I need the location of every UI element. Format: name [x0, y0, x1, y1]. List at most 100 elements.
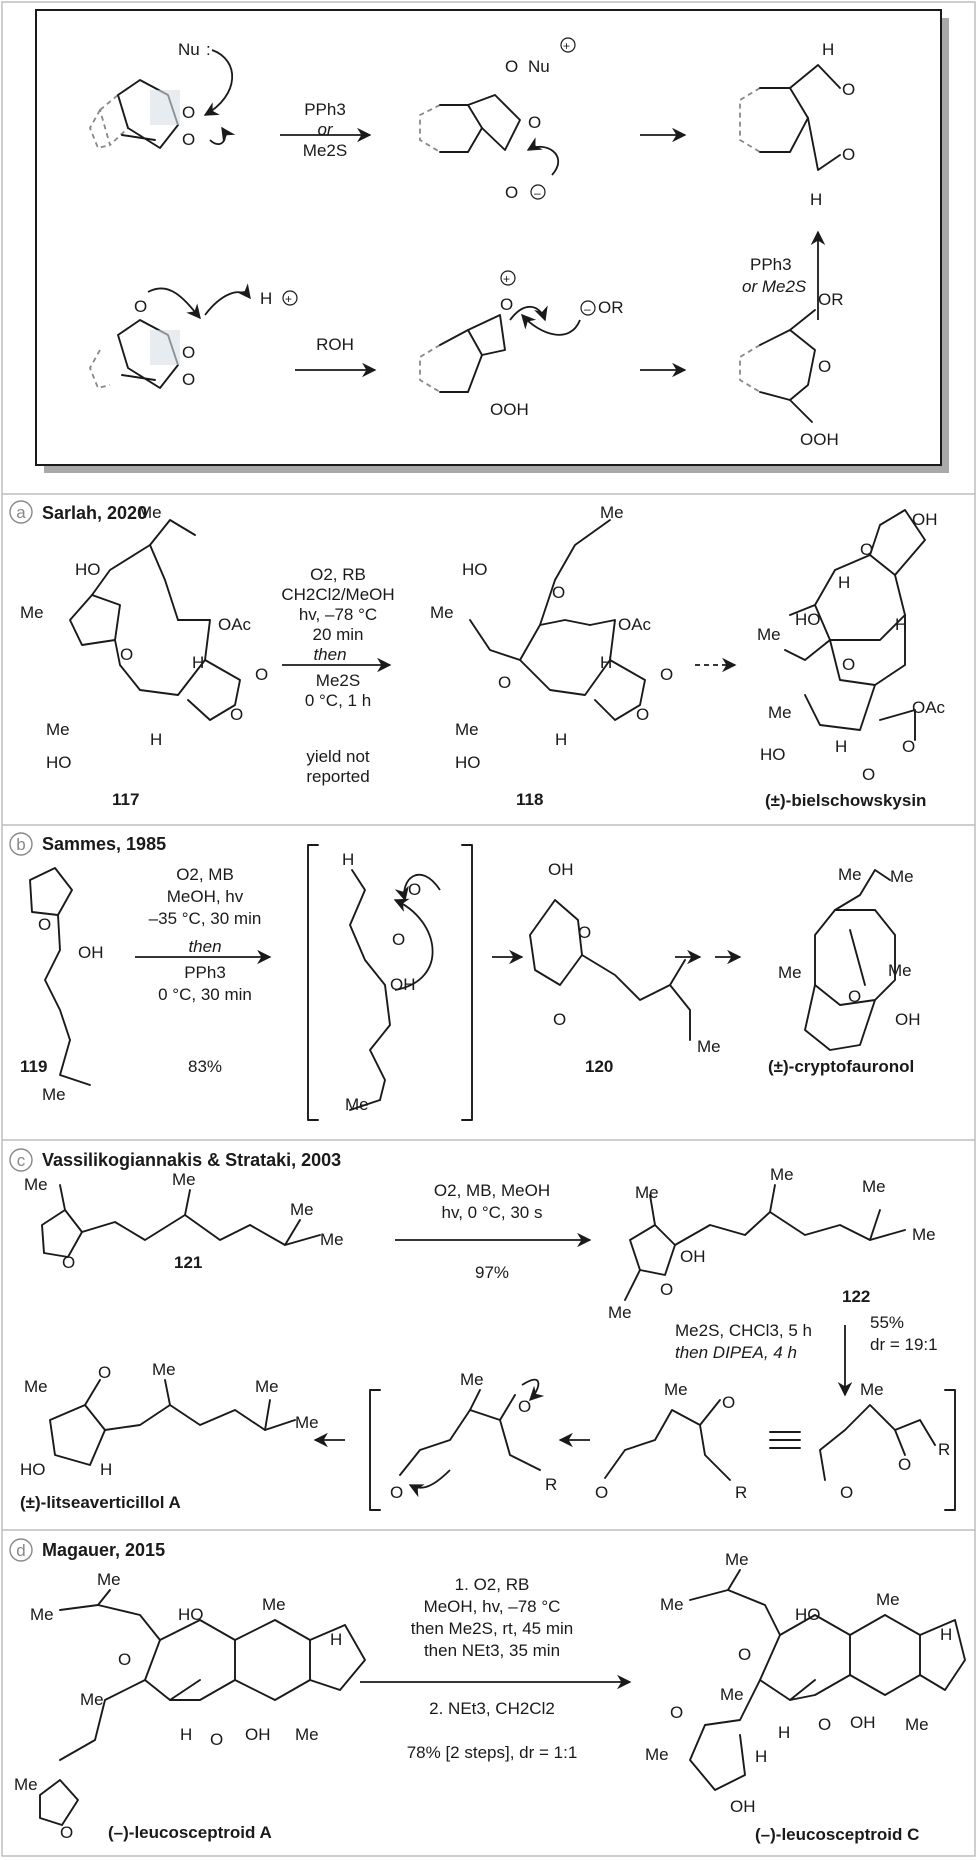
atom-Me: Me: [97, 1570, 121, 1589]
atom-O: O: [552, 583, 565, 602]
atom-H: H: [778, 1723, 790, 1742]
svg-text::: :: [206, 40, 211, 59]
svg-text:reported: reported: [306, 767, 369, 786]
bracket-right: [944, 1389, 956, 1511]
atom-H: H: [100, 1460, 112, 1479]
atom-HO: HO: [178, 1605, 204, 1624]
svg-text:–35 °C, 30 min: –35 °C, 30 min: [149, 909, 262, 928]
atom-O: O: [98, 1363, 111, 1382]
zwitterion-intermediate: O Nu + O O –: [419, 37, 576, 202]
arrow-d: 1. O2, RB MeOH, hv, –78 °C then Me2S, rt…: [360, 1575, 632, 1762]
atom-Me: Me: [888, 961, 912, 980]
endoperoxide-structure-top: O O Nu :: [89, 40, 236, 150]
atom-H: H: [835, 737, 847, 756]
atom-O: O: [210, 1730, 223, 1749]
svg-text:then: then: [188, 937, 221, 956]
atom-Me: Me: [664, 1380, 688, 1399]
svg-text:MeOH, hv, –78 °C: MeOH, hv, –78 °C: [424, 1597, 561, 1616]
atom-OH: OH: [730, 1797, 756, 1816]
atom-Me: Me: [660, 1595, 684, 1614]
reagent-or: or: [317, 120, 333, 139]
badge-a: [9, 500, 33, 524]
atom-O: O: [578, 923, 591, 942]
atom-O: O: [902, 737, 915, 756]
svg-text:d: d: [16, 1541, 25, 1560]
arrow-b: O2, MB MeOH, hv –35 °C, 30 min then PPh3…: [135, 865, 272, 1076]
panel-b-title: Sammes, 1985: [42, 834, 166, 854]
atom-H: H: [838, 573, 850, 592]
atom-O: O: [660, 665, 673, 684]
litseaverticillol-label: (±)-litseaverticillol A: [20, 1493, 181, 1512]
ooh-label: OOH: [800, 430, 839, 449]
compound-122-label: 122: [842, 1287, 870, 1306]
atom-O: O: [842, 80, 855, 99]
compound-118: HO Me O O Me OAc H O O Me HO H 118: [430, 503, 673, 809]
svg-text:–: –: [584, 302, 591, 316]
enedione-intermediate: Me O O R: [595, 1380, 747, 1502]
atom-H: H: [192, 653, 204, 672]
atom-Me: Me: [255, 1377, 279, 1396]
atom-O: O: [842, 655, 855, 674]
atom-H: H: [895, 615, 907, 634]
svg-text:O2, RB: O2, RB: [310, 565, 366, 584]
svg-text:CH2Cl2/MeOH: CH2Cl2/MeOH: [281, 585, 394, 604]
bracket-left: [369, 1389, 381, 1511]
arrow-bottom-1: ROH: [295, 335, 377, 378]
panel-d-title: Magauer, 2015: [42, 1540, 165, 1560]
atom-OOH: OH: [680, 1247, 706, 1266]
endoperoxide-structure-bottom: O O O H +: [89, 283, 298, 390]
atom-Me: Me: [24, 1377, 48, 1396]
ooh-label: OOH: [490, 400, 529, 419]
reagent-me2s: Me2S: [303, 141, 347, 160]
nu-label: Nu: [178, 40, 200, 59]
atom-Me: Me: [608, 1303, 632, 1322]
atom-Me: Me: [876, 1590, 900, 1609]
atom-Me: Me: [455, 720, 479, 739]
panel-c: c Vassilikogiannakis & Strataki, 2003 Me…: [2, 1139, 975, 1512]
atom-O: O: [498, 673, 511, 692]
svg-text:then DIPEA, 4 h: then DIPEA, 4 h: [675, 1343, 797, 1362]
atom-Me: Me: [890, 867, 914, 886]
atom-O: O: [182, 130, 195, 149]
svg-text:+: +: [563, 39, 570, 53]
atom-H: H: [180, 1725, 192, 1744]
h-plus-label: H: [260, 289, 272, 308]
atom-Me: Me: [757, 625, 781, 644]
compound-119-label: 119: [20, 1057, 47, 1076]
atom-OH: OH: [390, 975, 416, 994]
arrow-c-down: Me2S, CHCl3, 5 h then DIPEA, 4 h 55% dr …: [675, 1313, 938, 1397]
svg-text:c: c: [17, 1151, 26, 1170]
atom-Me: Me: [860, 1380, 884, 1399]
atom-Me: Me: [768, 703, 792, 722]
atom-O: O: [182, 343, 195, 362]
badge-d: [9, 1538, 33, 1562]
badge-b: [9, 832, 33, 856]
atom-Me: Me: [725, 1550, 749, 1569]
atom-HO: HO: [46, 753, 72, 772]
panel-b: b Sammes, 1985 O OH Me 119 O2, MB MeOH, …: [2, 824, 975, 1121]
atom-Me: Me: [430, 603, 454, 622]
atom-OH: OH: [78, 943, 104, 962]
atom-Me: Me: [720, 1685, 744, 1704]
atom-Me: Me: [697, 1037, 721, 1056]
atom-R: R: [545, 1475, 557, 1494]
svg-text:Me2S: Me2S: [316, 671, 360, 690]
compound-117-label: 117: [112, 790, 139, 809]
compound-litseaverticillol: Me O Me Me Me HO H (±)-litseaverticillol…: [20, 1360, 319, 1512]
atom-H: H: [342, 850, 354, 869]
compound-leucosceptroid-a: Me Me HO Me H O Me H O OH Me Me O (–)-le…: [14, 1570, 366, 1842]
atom-O: O: [118, 1650, 131, 1669]
arrow-up: PPh3 or Me2S: [742, 230, 826, 320]
atom-Me: Me: [778, 963, 802, 982]
compound-121-label: 121: [174, 1253, 202, 1272]
atom-HO: HO: [455, 753, 481, 772]
panel-a-title: Sarlah, 2020: [42, 503, 147, 523]
leucosceptroid-c-label: (–)-leucosceptroid C: [755, 1825, 919, 1844]
atom-O: O: [134, 297, 147, 316]
atom-Me: Me: [345, 1095, 369, 1114]
atom-Me: Me: [838, 865, 862, 884]
atom-O: O: [182, 370, 195, 389]
leucosceptroid-a-label: (–)-leucosceptroid A: [108, 1823, 272, 1842]
svg-text:97%: 97%: [475, 1263, 509, 1282]
atom-OH: OH: [245, 1725, 271, 1744]
